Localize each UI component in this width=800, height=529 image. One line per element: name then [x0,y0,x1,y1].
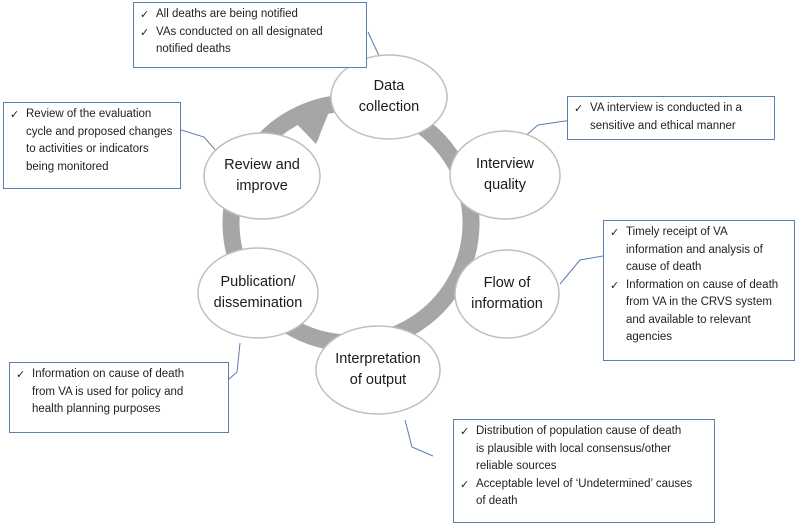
checklist-item: ✓ Timely receipt of VA information and ana… [610,224,788,277]
item-text: is plausible with local consensus/other [476,442,671,455]
label-line: Publication/ [220,274,296,290]
item-text: from VA is used for policy and [32,385,184,398]
checklist-item: ✓ Distribution of population cause of dea… [460,423,708,476]
label-flow-of-information: Flow of information [455,270,559,318]
label-interpretation: Interpretation of output [316,346,440,394]
leader-line-review [180,129,219,154]
node-data-collection [330,54,448,140]
label-data-collection: Data collection [331,73,447,121]
callout-publication: ✓ Information on cause of death from VA is… [9,362,229,433]
checklist-item: ✓ Review of the evaluation cycle and propo… [10,106,174,176]
check-icon: ✓ [460,477,470,491]
node-review [203,132,321,220]
callout-review: ✓ Review of the evaluation cycle and propo… [3,102,181,189]
item-text: Review of the evaluation [26,108,152,120]
callout-data-collection: ✓ All deaths are being notified ✓ VAs cond… [133,2,367,68]
item-text: Timely receipt of VA [626,226,728,238]
item-text: notified deaths [156,43,231,55]
leader-line-flow [559,255,604,285]
item-text: reliable sources [476,460,557,472]
node-interview-quality [449,130,561,220]
label-line: Flow of [483,275,531,291]
item-text: Information on cause of death [626,278,779,291]
item-text: being monitored [26,160,109,173]
checklist-item: ✓ Information on cause of death from VA in… [610,277,788,347]
label-line: collection [358,99,420,115]
node-flow-of-information [454,249,560,339]
item-text: cycle and proposed changes [26,125,173,138]
checklist-item: ✓ VAs conducted on all designated notified… [140,24,360,59]
label-line: Data [373,78,405,94]
label-line: quality [484,177,526,193]
callout-interpretation: ✓ Distribution of population cause of dea… [453,419,715,523]
item-text: sensitive and ethical manner [590,119,736,132]
item-text: information and analysis of [626,243,763,256]
item-text: cause of death [626,261,702,273]
item-text: Information on cause of death [32,368,185,380]
item-text: of death [476,495,518,507]
check-icon: ✓ [610,278,620,292]
item-text: health planning purposes [32,403,161,415]
label-publication: Publication/ dissemination [198,269,318,317]
item-text: Acceptable level of ‘Undetermined’ cause… [476,477,693,490]
check-icon: ✓ [140,8,150,21]
item-text: agencies [626,331,673,343]
item-text: All deaths are being notified [156,8,298,20]
check-icon: ✓ [460,425,470,438]
check-icon: ✓ [16,368,26,381]
callout-interview-quality: ✓ VA interview is conducted in a sensitive… [567,96,775,140]
cycle-arrow-tip-icon [292,102,333,144]
label-line: Review and [224,157,300,173]
leader-line-data-collection [367,31,381,59]
check-icon: ✓ [10,108,20,121]
callout-flow-of-information: ✓ Timely receipt of VA information and ana… [603,220,795,361]
label-review: Review and improve [204,152,320,200]
label-line: improve [236,178,288,194]
label-line: dissemination [213,295,303,311]
label-line: of output [349,372,407,388]
item-text: VA interview is conducted in a [590,102,742,114]
leader-line-interpretation [404,419,434,457]
checklist-item: ✓ Information on cause of death from VA is… [16,366,222,419]
leader-line-interview-quality [522,119,573,139]
node-publication [197,247,319,339]
item-text: and available to relevant [626,313,751,326]
label-line: Interpretation [335,351,421,367]
check-icon: ✓ [140,25,150,39]
checklist-item: ✓ All deaths are being notified [140,6,360,24]
item-text: VAs conducted on all designated [156,25,323,38]
check-icon: ✓ [610,226,620,239]
checklist-item: ✓ Acceptable level of ‘Undetermined’ caus… [460,476,708,511]
label-line: information [471,296,543,312]
check-icon: ✓ [574,102,584,115]
item-text: Distribution of population cause of deat… [476,425,682,437]
item-text: from VA in the CRVS system [626,296,772,308]
leader-line-publication [227,342,241,381]
node-interpretation [315,325,441,415]
item-text: to activities or indicators [26,143,149,155]
checklist-item: ✓ VA interview is conducted in a sensitive… [574,100,768,135]
label-interview-quality: Interview quality [450,151,560,199]
label-line: Interview [475,156,535,172]
